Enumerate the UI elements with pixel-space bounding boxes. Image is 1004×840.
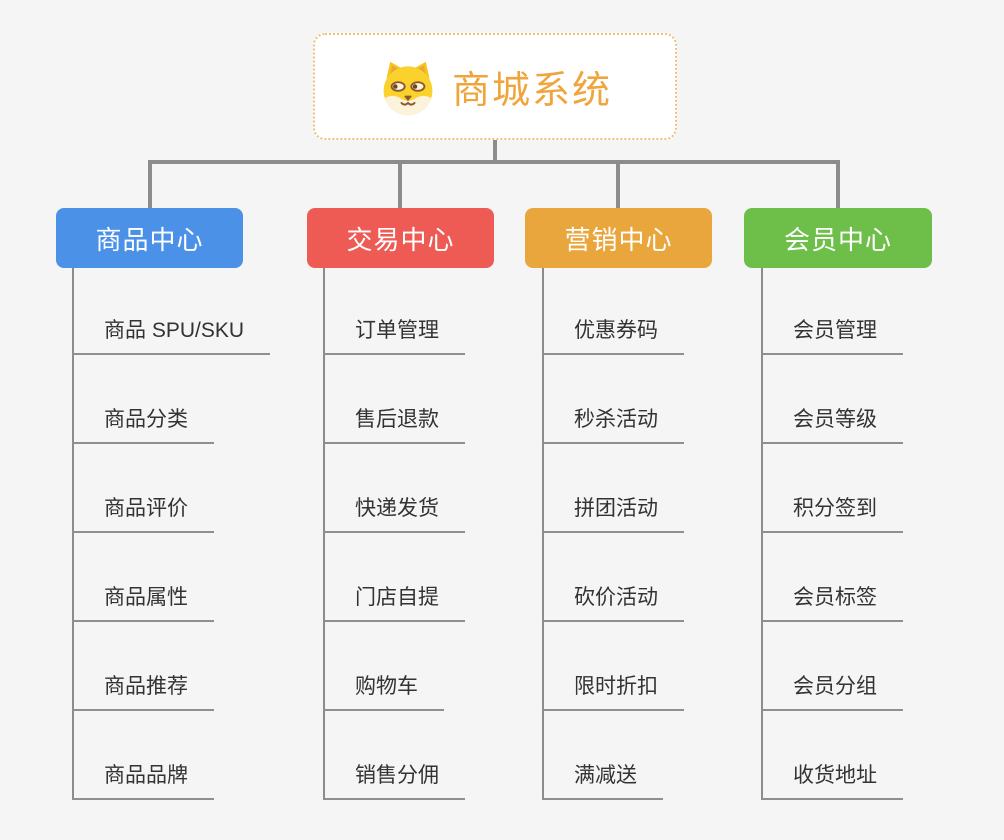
leaf-node-order-management[interactable]: 订单管理 <box>323 316 465 355</box>
root-node-mall-system[interactable]: 商城系统 <box>313 33 677 140</box>
spine-marketing-center <box>542 268 544 800</box>
leaf-node-points-checkin[interactable]: 积分签到 <box>761 494 903 533</box>
leaf-node-product-spu-sku[interactable]: 商品 SPU/SKU <box>72 316 271 355</box>
leaf-node-shopping-cart[interactable]: 购物车 <box>323 672 444 711</box>
leaf-node-member-management[interactable]: 会员管理 <box>761 316 903 355</box>
leaf-node-group-buy[interactable]: 拼团活动 <box>542 494 684 533</box>
spine-member-center <box>761 268 763 800</box>
branch-node-trade-center[interactable]: 交易中心 <box>307 208 494 268</box>
leaf-node-member-group[interactable]: 会员分组 <box>761 672 903 711</box>
connector-drop-marketing <box>616 164 620 209</box>
branch-label: 交易中心 <box>346 224 455 255</box>
branch-node-marketing-center[interactable]: 营销中心 <box>525 208 712 268</box>
leaf-node-flash-sale[interactable]: 秒杀活动 <box>542 405 684 444</box>
branch-label: 商品中心 <box>95 224 204 255</box>
branch-label: 会员中心 <box>783 224 892 255</box>
leaf-node-member-level[interactable]: 会员等级 <box>761 405 903 444</box>
branch-node-product-center[interactable]: 商品中心 <box>56 208 243 268</box>
connector-drop-trade <box>398 164 402 209</box>
leaf-node-full-reduction[interactable]: 满减送 <box>542 761 663 800</box>
leaf-node-product-category[interactable]: 商品分类 <box>72 405 214 444</box>
leaf-node-sales-commission[interactable]: 销售分佣 <box>323 761 465 800</box>
root-node-title: 商城系统 <box>451 70 612 112</box>
spine-product-center <box>72 268 74 800</box>
leaf-node-coupon-code[interactable]: 优惠券码 <box>542 316 684 355</box>
leaf-node-product-attribute[interactable]: 商品属性 <box>72 583 214 622</box>
spine-trade-center <box>323 268 325 800</box>
leaf-node-member-tag[interactable]: 会员标签 <box>761 583 903 622</box>
leaf-node-limited-time-discount[interactable]: 限时折扣 <box>542 672 684 711</box>
leaf-node-product-recommend[interactable]: 商品推荐 <box>72 672 214 711</box>
shiba-dog-icon <box>383 61 433 115</box>
connector-drop-member <box>836 164 840 209</box>
connector-root-drop <box>493 138 497 164</box>
leaf-node-express-delivery[interactable]: 快递发货 <box>323 494 465 533</box>
leaf-node-shipping-address[interactable]: 收货地址 <box>761 761 903 800</box>
connector-drop-product <box>148 164 152 209</box>
leaf-node-after-sale-refund[interactable]: 售后退款 <box>323 405 465 444</box>
leaf-node-product-brand[interactable]: 商品品牌 <box>72 761 214 800</box>
branch-label: 营销中心 <box>564 224 673 255</box>
connector-horizontal-rail <box>148 160 840 164</box>
branch-node-member-center[interactable]: 会员中心 <box>744 208 932 268</box>
leaf-node-store-pickup[interactable]: 门店自提 <box>323 583 465 622</box>
leaf-node-product-review[interactable]: 商品评价 <box>72 494 214 533</box>
leaf-node-bargain-activity[interactable]: 砍价活动 <box>542 583 684 622</box>
